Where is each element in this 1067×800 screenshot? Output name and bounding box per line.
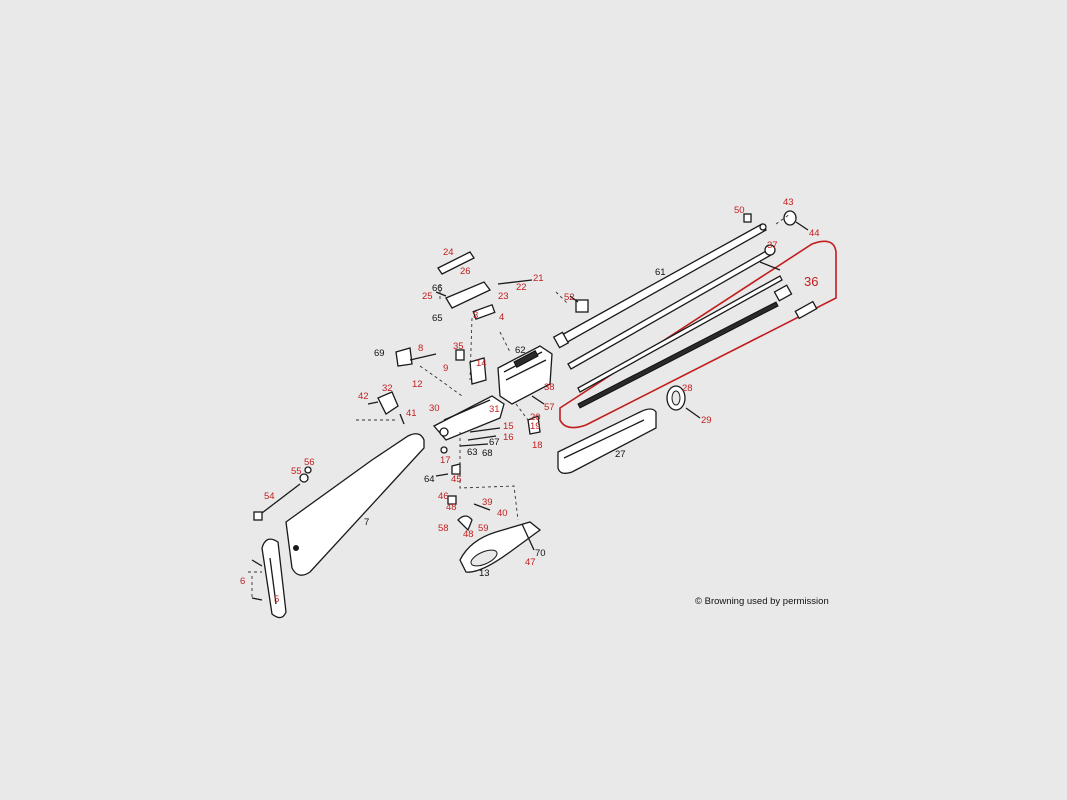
barrel xyxy=(552,223,767,349)
callout-26: 26 xyxy=(460,266,471,277)
lever-assembly xyxy=(457,503,542,573)
callout-29: 29 xyxy=(701,415,712,426)
callout-67: 67 xyxy=(489,437,500,448)
callout-68: 68 xyxy=(482,448,493,459)
callout-41: 41 xyxy=(406,408,417,419)
lower-frame xyxy=(432,395,505,441)
copyright-credit: © Browning used by permission xyxy=(695,596,829,607)
callout-42: 42 xyxy=(358,391,369,402)
callout-23: 23 xyxy=(498,291,509,302)
callout-13: 13 xyxy=(479,568,490,579)
screw-64 xyxy=(435,473,449,477)
callout-54: 54 xyxy=(264,491,275,502)
highlight-outline xyxy=(559,240,837,429)
callout-18: 18 xyxy=(532,440,543,451)
callout-48b: 48 xyxy=(463,529,474,540)
callout-19: 19 xyxy=(530,421,541,432)
screw-41 xyxy=(399,413,405,425)
barrel-band xyxy=(666,385,686,411)
callout-50: 50 xyxy=(734,205,745,216)
callout-12: 12 xyxy=(412,379,423,390)
callout-8: 8 xyxy=(418,343,423,354)
callout-32: 32 xyxy=(382,383,393,394)
small-pins xyxy=(459,427,501,447)
callout-64: 64 xyxy=(424,474,435,485)
callout-40: 40 xyxy=(497,508,508,519)
callout-45: 45 xyxy=(451,474,462,485)
callout-39: 39 xyxy=(482,497,493,508)
callout-63: 63 xyxy=(467,447,478,458)
callout-48a: 48 xyxy=(446,502,457,513)
callout-36: 36 xyxy=(804,274,818,289)
rod-37 xyxy=(759,261,781,271)
assembly-guide-lines xyxy=(248,213,791,598)
trigger-parts xyxy=(527,415,541,435)
callout-20: 20 xyxy=(530,412,541,423)
callout-70: 70 xyxy=(535,548,546,559)
callout-62: 62 xyxy=(515,345,526,356)
buttstock xyxy=(285,433,425,576)
callout-66: 66 xyxy=(432,283,443,294)
callout-15: 15 xyxy=(503,421,514,432)
callout-38: 38 xyxy=(544,382,555,393)
callout-57: 57 xyxy=(544,402,555,413)
callout-3: 3 xyxy=(473,310,478,321)
pin-17 xyxy=(440,446,448,454)
callout-37: 37 xyxy=(767,240,778,251)
sear xyxy=(447,495,457,505)
front-sight-parts xyxy=(743,210,809,231)
callout-30: 30 xyxy=(429,403,440,414)
hammer xyxy=(367,391,399,415)
carrier-parts xyxy=(395,347,487,385)
callout-14: 14 xyxy=(476,358,487,369)
callout-44: 44 xyxy=(809,228,820,239)
callout-24: 24 xyxy=(443,247,454,258)
callout-9: 9 xyxy=(443,363,448,374)
callout-21: 21 xyxy=(533,273,544,284)
buttplate xyxy=(261,538,287,619)
callout-55: 55 xyxy=(291,466,302,477)
forearm xyxy=(557,408,657,474)
magazine-tube xyxy=(567,244,776,370)
callout-25: 25 xyxy=(422,291,433,302)
callout-56: 56 xyxy=(304,457,315,468)
callout-46: 46 xyxy=(438,491,449,502)
callout-61: 61 xyxy=(655,267,666,278)
callout-59: 59 xyxy=(478,523,489,534)
callout-27: 27 xyxy=(615,449,626,460)
magazine-follower-assembly xyxy=(577,275,818,409)
part-45 xyxy=(451,463,461,475)
callout-31: 31 xyxy=(489,404,500,415)
callout-16: 16 xyxy=(503,432,514,443)
receiver xyxy=(497,345,553,405)
stock-bolt xyxy=(253,466,312,521)
callout-6: 6 xyxy=(240,576,245,587)
screw-6b xyxy=(251,597,263,601)
callout-17: 17 xyxy=(440,455,451,466)
screw-6 xyxy=(251,559,263,567)
callout-5: 5 xyxy=(274,594,279,605)
callout-47: 47 xyxy=(525,557,536,568)
callout-58: 58 xyxy=(438,523,449,534)
callout-69: 69 xyxy=(374,348,385,359)
callout-65: 65 xyxy=(432,313,443,324)
callout-43: 43 xyxy=(783,197,794,208)
callout-35: 35 xyxy=(453,341,464,352)
screw-29 xyxy=(685,407,701,419)
callout-4: 4 xyxy=(499,312,504,323)
rear-sight xyxy=(569,295,589,313)
bolt-group xyxy=(435,251,533,321)
screw-57 xyxy=(531,395,545,405)
callout-22: 22 xyxy=(516,282,527,293)
callout-28: 28 xyxy=(682,383,693,394)
callout-52: 52 xyxy=(564,292,575,303)
callout-7: 7 xyxy=(364,517,369,528)
